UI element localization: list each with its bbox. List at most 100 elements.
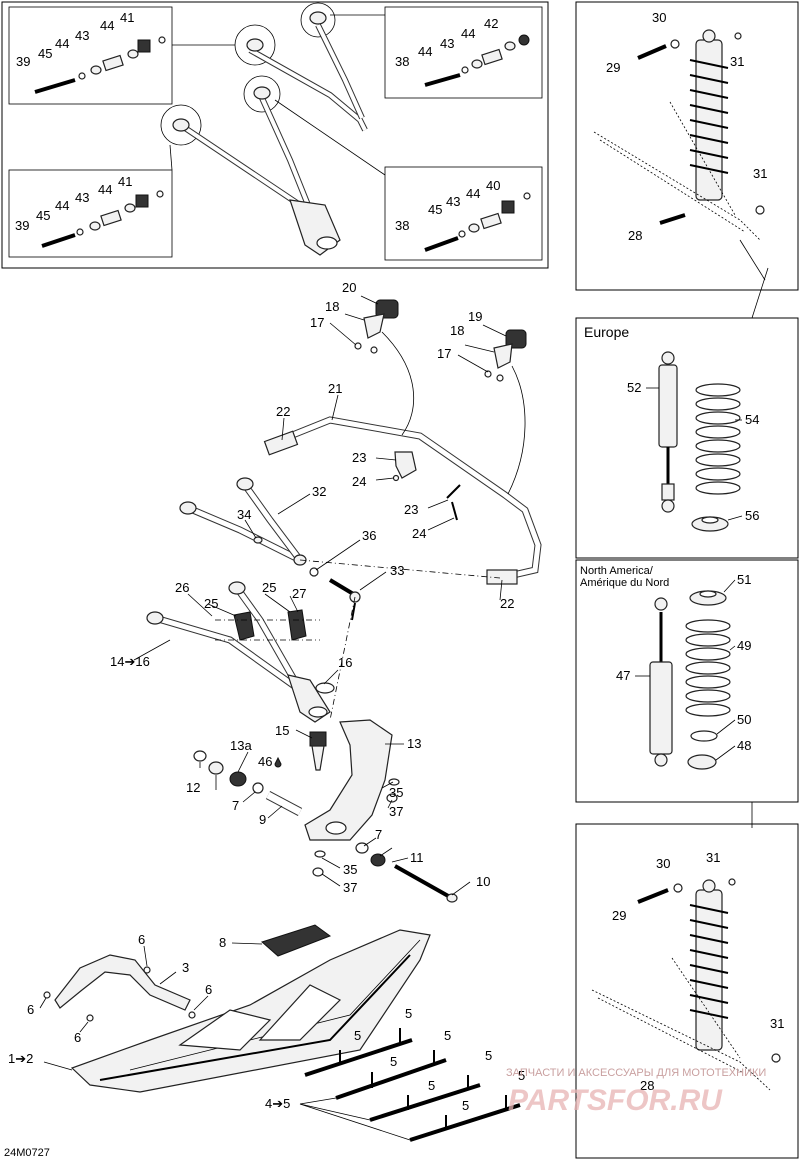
callout-5-c: 5	[444, 1028, 451, 1043]
callout-44-d: 44	[418, 44, 432, 59]
callout-31-d: 31	[770, 1016, 784, 1031]
bolt-stack-bottom-left	[41, 190, 164, 248]
callout-39-b: 39	[15, 218, 29, 233]
callout-12: 12	[186, 780, 200, 795]
callout-11: 11	[410, 850, 424, 865]
callout-31-b: 31	[753, 166, 767, 181]
upper-a-arm-illustration	[234, 2, 368, 132]
callout-28-b: 28	[640, 1078, 654, 1093]
callout-43-d: 43	[446, 194, 460, 209]
callout-6-c: 6	[27, 1002, 34, 1017]
callout-47: 47	[616, 668, 630, 683]
shock-panel-top: 30 29 31 31 28	[575, 1, 799, 291]
callout-5-g: 5	[518, 1068, 525, 1083]
callout-44-e: 44	[98, 182, 112, 197]
callout-15: 15	[275, 723, 289, 738]
callout-34: 34	[237, 507, 251, 522]
callout-26: 26	[175, 580, 189, 595]
callout-27: 27	[292, 586, 306, 601]
callout-31-a: 31	[730, 54, 744, 69]
callout-4-5: 4➔5	[265, 1096, 290, 1111]
callout-29-a: 29	[606, 60, 620, 75]
ski-illustration	[70, 929, 431, 1093]
callout-7-a: 7	[232, 798, 239, 813]
callout-43-c: 43	[75, 190, 89, 205]
callout-44-f: 44	[55, 198, 69, 213]
callout-13: 13	[407, 736, 421, 751]
callout-48: 48	[737, 738, 751, 753]
callout-43-b: 43	[440, 36, 454, 51]
na-title-line2: Amérique du Nord	[580, 577, 669, 589]
callout-36: 36	[362, 528, 376, 543]
callout-16: 16	[338, 655, 352, 670]
callout-21: 21	[328, 381, 342, 396]
callout-14-16: 14➔16	[110, 654, 150, 669]
callout-17-a: 17	[310, 315, 324, 330]
callout-23-a: 23	[352, 450, 366, 465]
callout-6-a: 6	[138, 932, 145, 947]
callout-29-b: 29	[612, 908, 626, 923]
bolt-stack-bottom-right	[424, 192, 531, 252]
callout-46: 46	[258, 754, 272, 769]
callout-30-b: 30	[656, 856, 670, 871]
callout-32: 32	[312, 484, 326, 499]
ski-runners	[304, 1028, 521, 1142]
callout-8: 8	[219, 935, 226, 950]
callout-9: 9	[259, 812, 266, 827]
callout-44-b: 44	[55, 36, 69, 51]
callout-18-b: 18	[450, 323, 464, 338]
callout-30-a: 30	[652, 10, 666, 25]
inset-box-bottom-left	[8, 169, 173, 258]
callout-42: 42	[484, 16, 498, 31]
callout-19: 19	[468, 309, 482, 324]
main-exploded-view	[39, 295, 542, 1142]
callout-5-b: 5	[354, 1028, 361, 1043]
callout-37-a: 37	[389, 804, 403, 819]
callout-25-a: 25	[262, 580, 276, 595]
a-arm-detail-frame: 41 44 43 44 45 39 42 44 43 44 38 41 44 4…	[1, 1, 549, 269]
callout-44-c: 44	[461, 26, 475, 41]
callout-5-d: 5	[390, 1054, 397, 1069]
callout-5-f: 5	[428, 1078, 435, 1093]
callout-5-a: 5	[405, 1006, 412, 1021]
inset-box-top-left	[8, 6, 173, 105]
callout-5-h: 5	[462, 1098, 469, 1113]
callout-45-c: 45	[428, 202, 442, 217]
callout-39-a: 39	[16, 54, 30, 69]
document-code: 24M0727	[4, 1147, 50, 1159]
callout-24-a: 24	[352, 474, 366, 489]
callout-35-a: 35	[389, 785, 403, 800]
callout-6-d: 6	[74, 1030, 81, 1045]
callout-37-b: 37	[343, 880, 357, 895]
callout-22-a: 22	[276, 404, 290, 419]
callout-45-b: 45	[36, 208, 50, 223]
inset-box-top-right	[384, 6, 543, 99]
callout-38-b: 38	[395, 218, 409, 233]
shock-panel-bottom: 30 31 29 31 28	[575, 823, 799, 1159]
callout-50: 50	[737, 712, 751, 727]
spring-49	[685, 619, 731, 717]
callout-49: 49	[737, 638, 751, 653]
callout-41-b: 41	[118, 174, 132, 189]
callout-23-b: 23	[404, 502, 418, 517]
callout-41-a: 41	[120, 10, 134, 25]
callout-7-b: 7	[375, 827, 382, 842]
callout-31-c: 31	[706, 850, 720, 865]
bolt-stack-top-left	[34, 36, 166, 94]
callout-51: 51	[737, 572, 751, 587]
callout-5-e: 5	[485, 1048, 492, 1063]
callout-38-a: 38	[395, 54, 409, 69]
callout-52: 52	[627, 380, 641, 395]
europe-title: Europe	[584, 324, 629, 340]
na-title-line1: North America/	[580, 565, 654, 577]
callout-54: 54	[745, 412, 759, 427]
callout-40: 40	[486, 178, 500, 193]
callout-44-a: 44	[100, 18, 114, 33]
lower-a-arm-illustration	[160, 75, 341, 256]
watermark-line1: ЗАПЧАСТИ И АКСЕССУАРЫ ДЛЯ МОТОТЕХНИКИ	[506, 1067, 766, 1079]
callout-43-a: 43	[75, 28, 89, 43]
callout-3: 3	[182, 960, 189, 975]
callout-20: 20	[342, 280, 356, 295]
callout-35-b: 35	[343, 862, 357, 877]
